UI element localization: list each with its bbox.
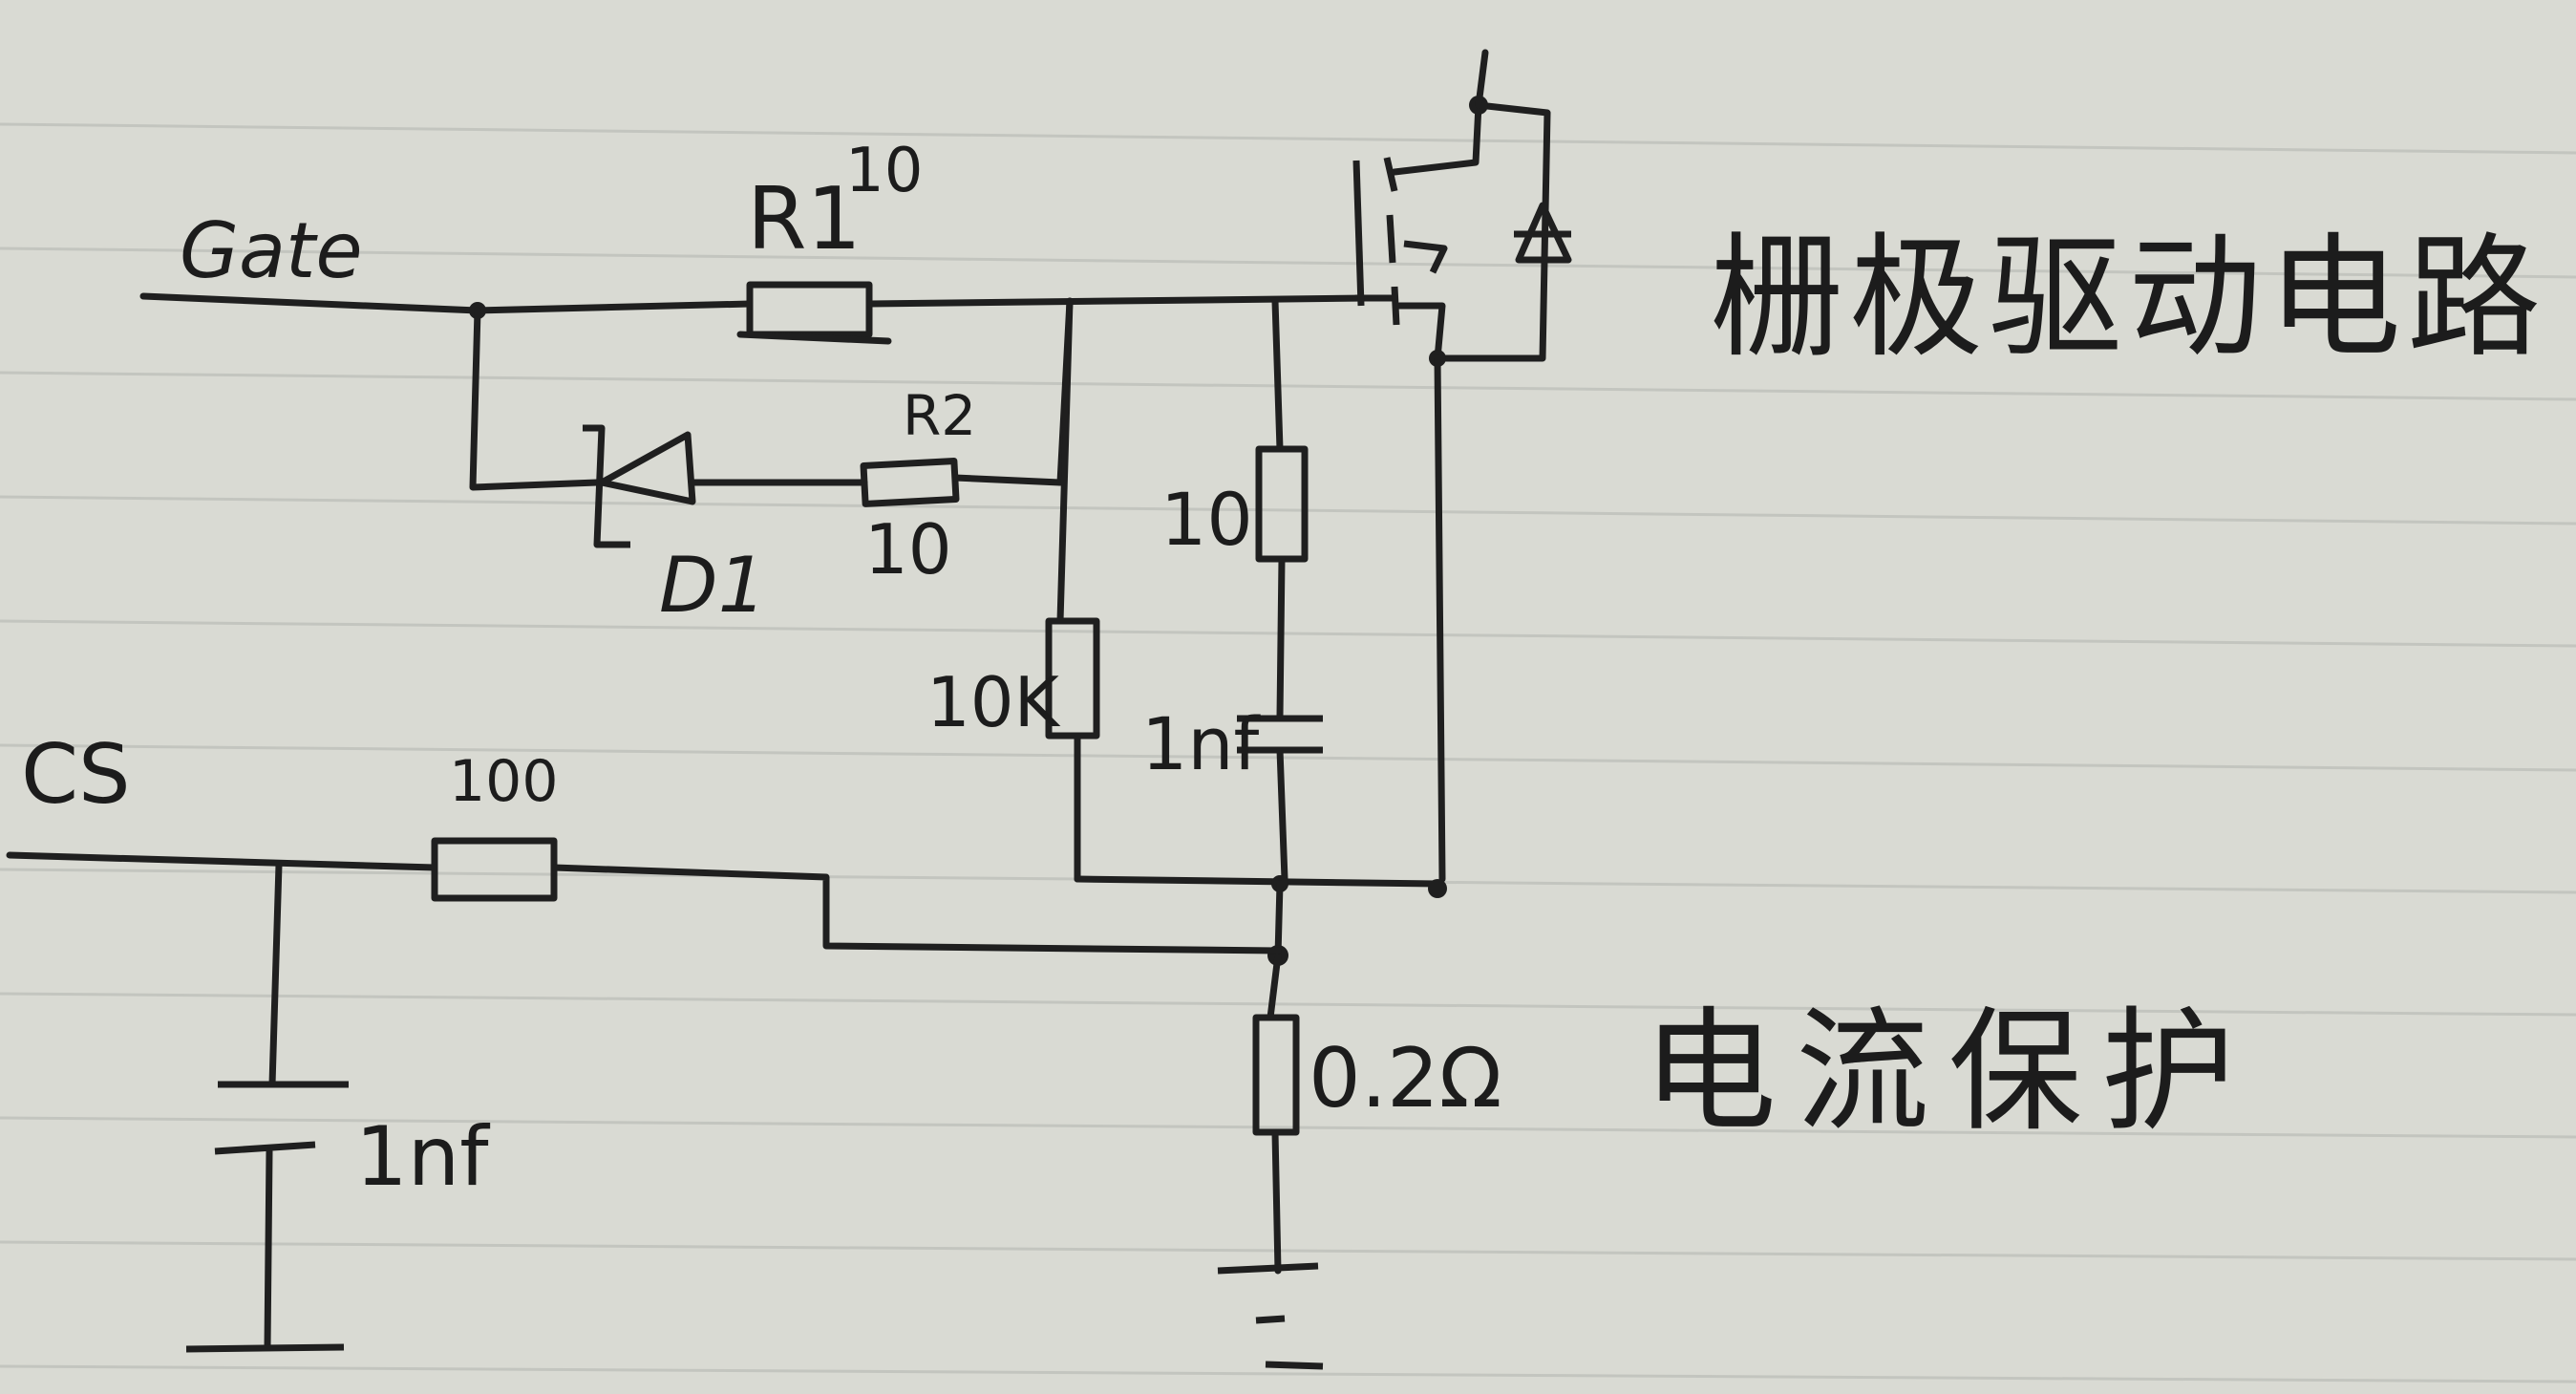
label-10k: 10K: [926, 662, 1061, 742]
ground-symbol: [1217, 1262, 1324, 1370]
source-node-right: [1428, 879, 1447, 898]
d1-r2-branch: [469, 297, 1074, 548]
zener-diode-d1: [583, 424, 868, 548]
resistor-r1: [474, 281, 1370, 345]
resistor-r2: [860, 458, 1064, 507]
gate-input-wire: [139, 292, 481, 314]
label-r2: R2: [903, 383, 976, 448]
source-rail: [1074, 354, 1446, 888]
label-gate: Gate: [180, 206, 363, 295]
body-diode: [1514, 202, 1572, 264]
label-shunt: 0.2Ω: [1309, 1031, 1502, 1126]
mosfet: [1352, 49, 1572, 367]
label-snubber-c: 1nf: [1141, 701, 1262, 786]
label-snubber-r: 10: [1160, 477, 1253, 562]
label-cs-c: 1nf: [355, 1109, 490, 1205]
resistor-10k: [1045, 297, 1100, 883]
cs-filter: [6, 837, 1282, 1353]
rc-snubber: [1237, 297, 1323, 883]
shunt-resistor: [1252, 880, 1300, 1275]
label-r1-value: 10: [845, 136, 923, 206]
label-d1: D1: [659, 541, 767, 630]
label-r2-value: 10: [864, 509, 952, 590]
title-gate-drive: 栅极驱动电路: [1710, 221, 2546, 376]
label-cs-r: 100: [449, 748, 559, 815]
title-current-protection: 电流保护: [1643, 995, 2254, 1150]
label-r1: R1: [747, 169, 862, 269]
label-cs: CS: [21, 727, 131, 823]
ruled-lines: [0, 122, 2576, 1383]
